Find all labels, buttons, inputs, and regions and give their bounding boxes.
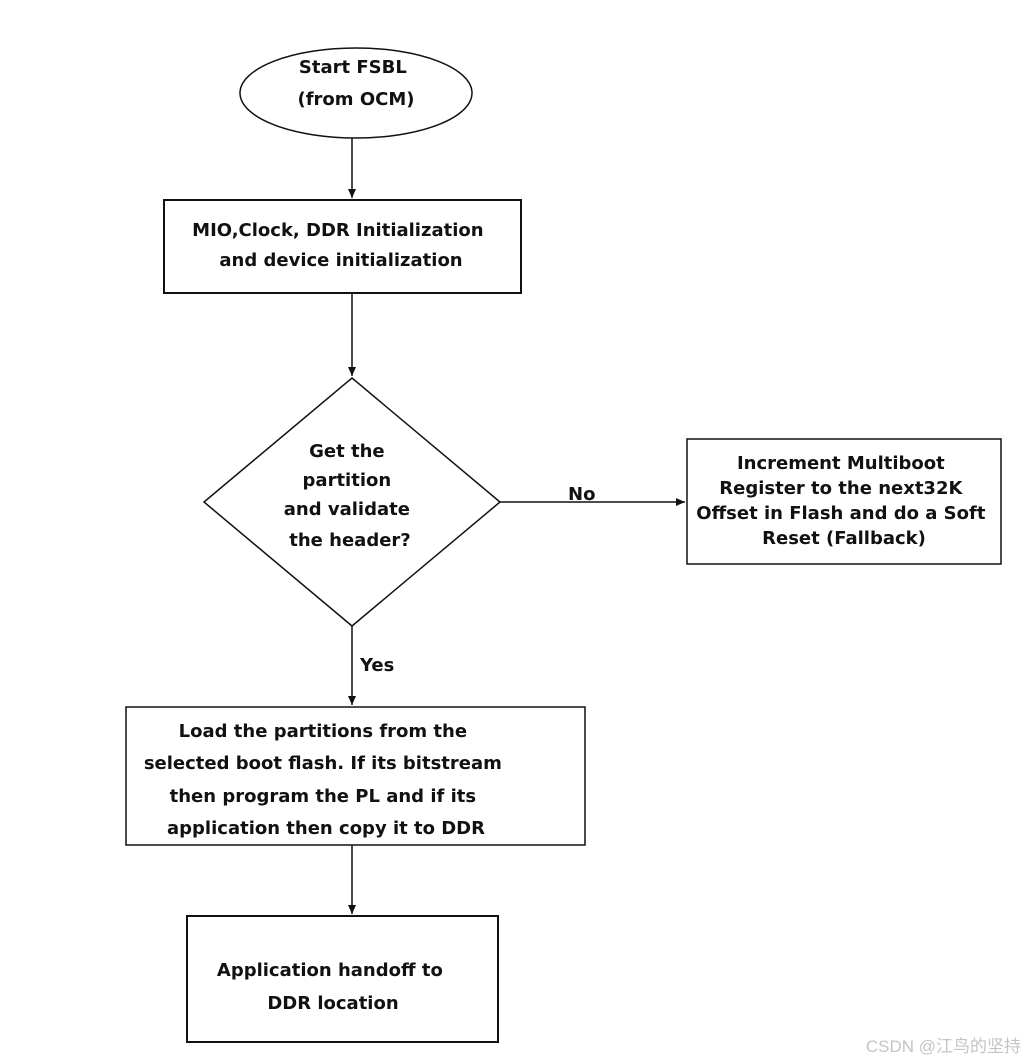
load-line-1: Load the partitions from the: [179, 721, 467, 742]
handoff-node: Application handoff to DDR location: [186, 915, 499, 1043]
start-node: Start FSBL (from OCM): [239, 47, 473, 139]
init-node: MIO,Clock, DDR Initialization and device…: [163, 199, 522, 294]
decision-node: Get the partition and validate the heade…: [202, 377, 502, 627]
decision-line-1: Get the: [309, 441, 384, 462]
handoff-line-2: DDR location: [267, 993, 398, 1014]
fallback-line-3: Offset in Flash and do a Soft: [696, 503, 986, 524]
decision-line-4: the header?: [289, 530, 410, 551]
decision-line-3: and validate: [284, 499, 410, 520]
svg-text:Start FSBL (from OCM): Start FSBL (from OCM): [298, 57, 415, 110]
svg-text:MIO,Clock, DDR Initialization: MIO,Clock, DDR Initialization and device…: [192, 220, 490, 271]
edge-label-no: No: [568, 484, 595, 505]
start-line-2: (from OCM): [298, 89, 415, 110]
load-node: Load the partitions from the selected bo…: [125, 706, 586, 846]
load-line-4: application then copy it to DDR: [167, 818, 485, 839]
load-line-2: selected boot flash. If its bitstream: [144, 753, 502, 774]
svg-text:Application handoff to D: Application handoff to DDR location: [217, 960, 449, 1014]
edge-label-yes: Yes: [359, 655, 394, 676]
svg-text:Load the partitions from the: Load the partitions from the selected bo…: [144, 721, 508, 839]
handoff-line-1: Application handoff to: [217, 960, 443, 981]
fallback-line-2: Register to the next32K: [719, 478, 963, 499]
watermark: CSDN @江鸟的坚持: [865, 1037, 1021, 1056]
svg-text:Increment Multiboot Regi: Increment Multiboot Register to the next…: [696, 453, 991, 549]
start-line-1: Start FSBL: [299, 57, 407, 78]
svg-text:Get the partition: Get the partition and validate the heade…: [284, 441, 416, 551]
fallback-line-1: Increment Multiboot: [737, 453, 945, 474]
decision-line-2: partition: [303, 470, 392, 491]
init-line-2: and device initialization: [219, 250, 462, 271]
fallback-node: Increment Multiboot Register to the next…: [686, 438, 1002, 565]
init-line-1: MIO,Clock, DDR Initialization: [192, 220, 483, 241]
load-line-3: then program the PL and if its: [170, 786, 476, 807]
fallback-line-4: Reset (Fallback): [762, 528, 926, 549]
